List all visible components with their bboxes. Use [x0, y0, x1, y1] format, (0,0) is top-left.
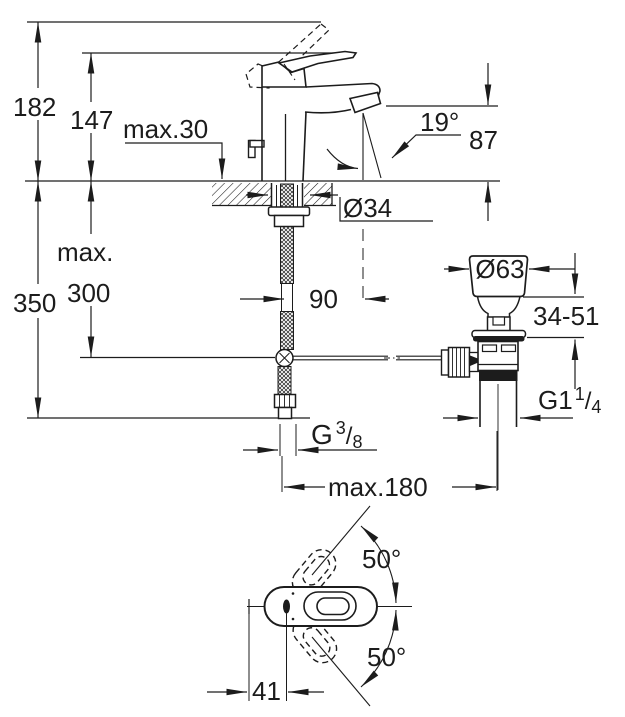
counter-hatch-right	[304, 183, 332, 206]
body-front-edge	[302, 111, 307, 182]
drain-thread-sub: 4	[591, 397, 601, 417]
drain-flange-seal	[473, 336, 525, 342]
hose-tip	[277, 406, 293, 420]
topview-handle-hole	[316, 597, 350, 616]
hose-nut	[273, 393, 297, 409]
label-hole-diameter: Ø34	[343, 193, 392, 223]
under-counter-parts	[267, 183, 483, 420]
label-max-hose-depth: 300	[67, 278, 110, 308]
topview-pin-lower	[291, 617, 295, 621]
drain-slot-right	[500, 344, 517, 353]
counter-edges	[212, 183, 336, 207]
rod-cone	[470, 355, 483, 366]
lever-handle	[277, 50, 358, 73]
label-deck-range: 34-51	[533, 301, 600, 331]
label-plug-diameter: Ø63	[475, 254, 524, 284]
drain-plug	[468, 255, 529, 298]
label-max-deck-thickness: max.30	[123, 114, 208, 144]
mounting-washer	[267, 206, 311, 217]
topview-spout-dot	[283, 599, 290, 614]
drain-tailpipe	[479, 381, 518, 427]
popup-rod	[292, 355, 442, 361]
supply-thread-sub: 8	[352, 432, 362, 452]
counter-hatch-left	[212, 183, 271, 206]
rod-ring	[440, 349, 450, 376]
spout-top-edge	[305, 82, 381, 99]
label-spout-height: 87	[469, 125, 498, 155]
knurled-nut	[447, 346, 471, 378]
drain-stem-key	[492, 316, 506, 326]
shank-inner	[276, 185, 298, 207]
knurl-ridges	[452, 348, 465, 377]
faucet-side-view	[245, 23, 382, 182]
dimension-lines	[34, 22, 584, 492]
label-swivel-down: 50°	[367, 642, 406, 672]
label-max-drain-distance: max.180	[328, 472, 428, 502]
supply-thread-slash: /	[346, 423, 353, 450]
counter-section	[212, 183, 336, 207]
hose-nut-ridges	[279, 395, 290, 407]
spout-under-edge	[304, 108, 352, 114]
drain-coupling	[479, 370, 518, 381]
drain-thread-slash: /	[585, 388, 592, 415]
drain-slot-left	[481, 344, 498, 353]
label-total-depth: 350	[13, 288, 56, 318]
aerator	[348, 91, 382, 114]
shank-tube	[270, 183, 304, 207]
supply-thread-base: G	[311, 419, 333, 450]
label-lever-height: 147	[70, 105, 113, 135]
drain-thread-sup: 1	[575, 384, 585, 404]
label-swivel-up: 50°	[362, 544, 401, 574]
dimension-labels: 182 147 max.30 19° 87 Ø34 max. 300 350 9…	[13, 92, 601, 706]
dim-41	[207, 613, 324, 701]
mounting-nut	[273, 214, 305, 228]
flex-hose-upper	[280, 226, 294, 284]
flex-hose-plain	[281, 283, 293, 312]
drain-assembly	[468, 255, 529, 490]
label-handle-offset: 41	[252, 676, 281, 706]
swivel-angle-construction	[311, 505, 399, 707]
lever-hidden-edge	[283, 63, 296, 81]
label-overall-height: 182	[13, 92, 56, 122]
flex-hose-lower	[280, 311, 294, 350]
drain-body	[477, 340, 519, 372]
drain-thread-base: G1	[538, 385, 573, 415]
ball-joint-cross	[279, 352, 290, 364]
drain-neck	[476, 296, 521, 317]
label-spout-angle: 19°	[420, 107, 459, 137]
hose-in-shank	[280, 183, 294, 208]
supply-thread-sup: 3	[336, 418, 346, 438]
topview-pin-upper	[291, 592, 295, 595]
label-spout-projection: 90	[309, 284, 338, 314]
flex-hose-end	[277, 366, 292, 395]
popup-knob-bar	[249, 139, 265, 148]
label-max-word: max.	[57, 237, 113, 267]
top-view	[207, 505, 412, 707]
